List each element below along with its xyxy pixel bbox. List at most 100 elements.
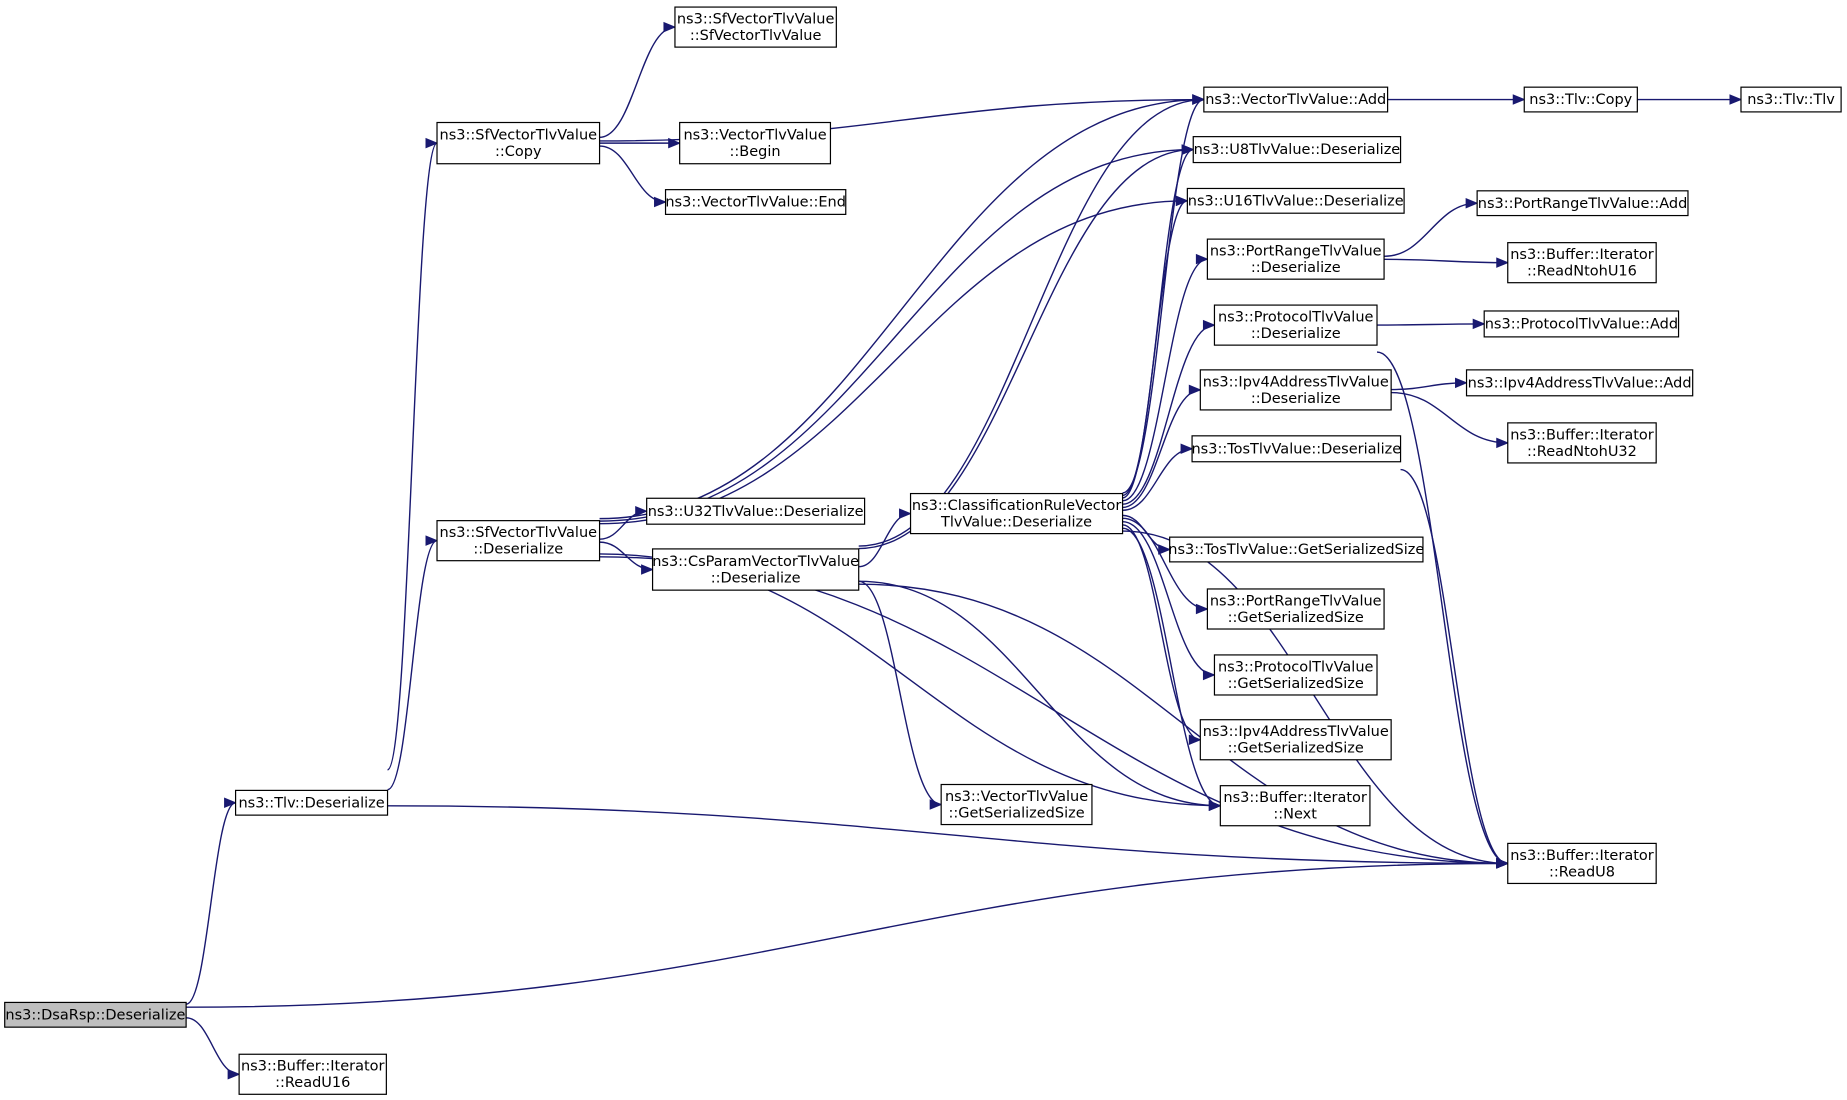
node-label: ns3::PortRangeTlvValue::Add	[1478, 196, 1688, 212]
node-classrule[interactable]: ns3::ClassificationRuleVectorTlvValue::D…	[909, 492, 1124, 535]
node-label: ::Next	[1273, 807, 1317, 823]
node-label: ::Deserialize	[1251, 326, 1341, 342]
node-vgetsize[interactable]: ns3::VectorTlvValue::GetSerializedSize	[940, 783, 1093, 826]
arrowhead-icon	[663, 21, 677, 33]
node-portdeser[interactable]: ns3::PortRangeTlvValue::Deserialize	[1206, 238, 1385, 280]
arrowhead-icon	[1496, 437, 1510, 449]
arrowhead-icon	[1195, 253, 1209, 265]
node-label: ::ReadNtohU16	[1527, 264, 1637, 280]
node-label: ns3::Buffer::Iterator	[1510, 848, 1654, 864]
node-protodeser[interactable]: ns3::ProtocolTlvValue::Deserialize	[1213, 304, 1378, 346]
arrowhead-icon	[1188, 734, 1202, 745]
node-box	[1483, 310, 1680, 338]
node-portsize[interactable]: ns3::PortRangeTlvValue::GetSerializedSiz…	[1206, 588, 1385, 630]
edge-csparam-to-classrule	[858, 508, 912, 568]
node-tlvdeser[interactable]: ns3::Tlv::Deserialize	[234, 789, 389, 816]
arrowhead-icon	[227, 1069, 241, 1080]
node-label: ns3::Buffer::Iterator	[1510, 247, 1654, 263]
node-sfctor[interactable]: ns3::SfVectorTlvValue::SfVectorTlvValue	[674, 6, 837, 48]
edge-portdeser-to-portadd	[1384, 197, 1479, 258]
node-u8deser[interactable]: ns3::U8TlvValue::Deserialize	[1192, 136, 1402, 164]
edge-classrule-to-portdeser	[1122, 253, 1209, 502]
node-label: ns3::Buffer::Iterator	[1223, 790, 1367, 806]
node-tlvtlv[interactable]: ns3::Tlv::Tlv	[1740, 86, 1842, 113]
node-csparam[interactable]: ns3::CsParamVectorTlvValue::Deserialize	[651, 548, 860, 591]
node-u32deser[interactable]: ns3::U32TlvValue::Deserialize	[646, 497, 866, 525]
node-label: ns3::Tlv::Deserialize	[238, 795, 384, 811]
node-box	[1219, 785, 1371, 827]
edge-sfdeser-to-u16deser	[599, 195, 1189, 525]
edge-classrule-to-ipv4size	[1122, 524, 1202, 745]
node-next[interactable]: ns3::Buffer::Iterator::Next	[1219, 785, 1371, 827]
arrowhead-icon	[1729, 94, 1743, 105]
node-label: ns3::Ipv4AddressTlvValue	[1203, 374, 1389, 390]
edge-tlvdeser-to-sfdeser	[387, 535, 439, 791]
node-box	[1199, 719, 1392, 761]
arrowhead-icon	[654, 196, 667, 208]
node-box	[909, 492, 1124, 535]
edge-sfcopy-to-vend	[599, 145, 667, 208]
node-tossize[interactable]: ns3::TosTlvValue::GetSerializedSize	[1168, 536, 1424, 563]
node-box	[1507, 242, 1657, 284]
node-ipv4deser[interactable]: ns3::Ipv4AddressTlvValue::Deserialize	[1199, 369, 1392, 411]
node-sfdeser[interactable]: ns3::SfVectorTlvValue::Deserialize	[436, 520, 601, 562]
node-box	[1203, 86, 1389, 113]
node-protosize[interactable]: ns3::ProtocolTlvValue::GetSerializedSize	[1213, 654, 1378, 696]
node-label: ns3::U32TlvValue::Deserialize	[648, 504, 864, 520]
node-label: ::GetSerializedSize	[1228, 741, 1364, 757]
node-portadd[interactable]: ns3::PortRangeTlvValue::Add	[1476, 190, 1689, 217]
node-readu16[interactable]: ns3::Buffer::Iterator::ReadU16	[238, 1053, 387, 1095]
node-label: ns3::U16TlvValue::Deserialize	[1188, 193, 1404, 209]
node-box	[234, 789, 389, 816]
node-box	[1186, 187, 1405, 214]
node-box	[436, 520, 601, 562]
arrowhead-icon	[929, 799, 943, 810]
edge-csparam-to-vadd	[858, 94, 1206, 547]
arrowhead-icon	[224, 797, 237, 809]
edge-classrule-to-tossize	[1122, 514, 1172, 555]
arrowhead-icon	[1175, 195, 1189, 207]
edge-sfcopy-to-vbegin	[599, 137, 681, 149]
node-label: ns3::CsParamVectorTlvValue	[652, 554, 859, 570]
edge-tosdeser-to-readu8	[1400, 468, 1510, 869]
edge-csparam-to-vgetsize	[858, 580, 943, 810]
arrowhead-icon	[1202, 669, 1216, 681]
node-u16deser[interactable]: ns3::U16TlvValue::Deserialize	[1186, 187, 1405, 214]
node-ipv4add[interactable]: ns3::Ipv4AddressTlvValue::Add	[1465, 369, 1694, 397]
node-label: ::ReadU16	[275, 1075, 350, 1091]
node-box	[651, 548, 860, 591]
node-label: ::ReadNtohU32	[1527, 444, 1637, 460]
node-label: ::GetSerializedSize	[1228, 610, 1364, 626]
node-readu8[interactable]: ns3::Buffer::Iterator::ReadU8	[1507, 842, 1657, 885]
node-label: TlvValue::Deserialize	[940, 514, 1092, 530]
node-tosdeser[interactable]: ns3::TosTlvValue::Deserialize	[1191, 435, 1401, 463]
node-box	[238, 1053, 387, 1095]
node-label: ns3::VectorTlvValue	[945, 789, 1088, 805]
node-label: ns3::Buffer::Iterator	[1510, 427, 1654, 443]
node-vend[interactable]: ns3::VectorTlvValue::End	[664, 189, 847, 215]
node-label: ns3::ProtocolTlvValue::Add	[1485, 317, 1678, 333]
arrowhead-icon	[635, 505, 649, 517]
edges-layer	[185, 21, 1743, 1080]
node-sfcopy[interactable]: ns3::SfVectorTlvValue::Copy	[436, 121, 601, 165]
edge-classrule-to-portsize	[1122, 517, 1209, 615]
node-readntohu16[interactable]: ns3::Buffer::Iterator::ReadNtohU16	[1507, 242, 1657, 284]
node-readntohu32[interactable]: ns3::Buffer::Iterator::ReadNtohU32	[1507, 422, 1657, 464]
node-protoadd[interactable]: ns3::ProtocolTlvValue::Add	[1483, 310, 1680, 338]
node-label: ns3::TosTlvValue::Deserialize	[1191, 441, 1401, 457]
node-dsarsp[interactable]: ns3::DsaRsp::Deserialize	[4, 1001, 187, 1028]
node-tlvcopy[interactable]: ns3::Tlv::Copy	[1523, 86, 1638, 113]
arrowhead-icon	[899, 508, 912, 519]
edge-sfcopy-to-sfctor	[599, 21, 677, 139]
nodes-layer: ns3::DsaRsp::Deserializens3::Buffer::Ite…	[4, 6, 1842, 1095]
node-label: ns3::SfVectorTlvValue	[677, 11, 835, 27]
node-vbegin[interactable]: ns3::VectorTlvValue::Begin	[679, 121, 832, 165]
arrowhead-icon	[1181, 144, 1195, 155]
node-label: ::GetSerializedSize	[948, 805, 1084, 821]
node-box	[1169, 536, 1424, 563]
node-label: ::Copy	[495, 144, 542, 160]
node-vadd[interactable]: ns3::VectorTlvValue::Add	[1203, 86, 1389, 113]
edge-classrule-to-tosdeser	[1122, 443, 1194, 512]
node-box	[1740, 86, 1842, 113]
node-ipv4size[interactable]: ns3::Ipv4AddressTlvValue::GetSerializedS…	[1199, 719, 1392, 761]
